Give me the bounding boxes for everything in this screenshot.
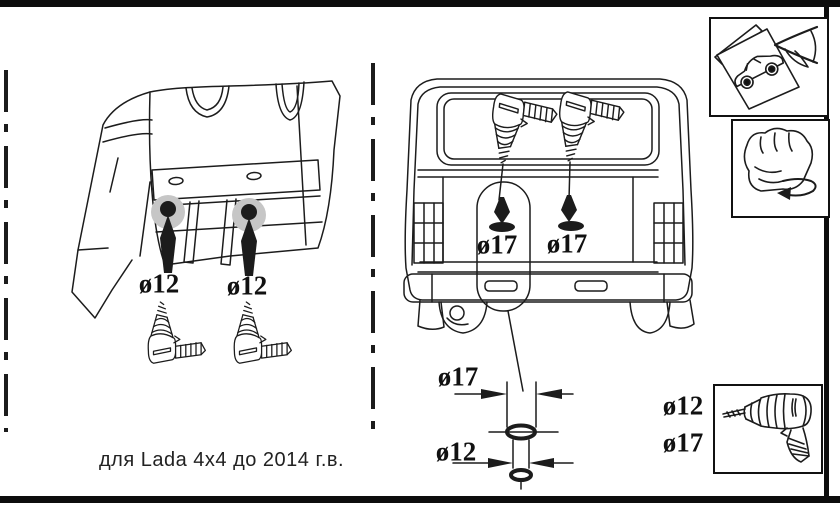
instruction-box-drill <box>713 384 823 474</box>
grommet-small-icon <box>509 468 533 482</box>
hole-diameter-label: ø12 <box>226 270 268 301</box>
dimension-label: ø12 <box>435 436 477 467</box>
bottom-border <box>0 496 840 503</box>
dimension-label: ø17 <box>437 361 479 392</box>
model-caption: для Lada 4x4 до 2014 г.в. <box>99 449 345 471</box>
instruction-box-template <box>709 17 829 117</box>
fist-icon <box>743 127 814 192</box>
hole-diameter-label: ø17 <box>546 228 588 259</box>
car-side-icon <box>734 54 785 90</box>
top-border <box>0 0 840 7</box>
drill-icon <box>722 393 812 463</box>
grommet-dimension-detail <box>452 381 574 490</box>
zoom-region-outline <box>476 181 531 312</box>
car-part-drawing <box>71 80 341 364</box>
rotate-arrow-icon <box>777 178 817 200</box>
instruction-box-hand-tighten <box>731 119 830 218</box>
drill-size-label: ø17 <box>662 427 704 458</box>
pointing-hand-icon <box>773 25 819 68</box>
car-rear-view-drawing <box>403 78 695 392</box>
hole-diameter-label: ø17 <box>476 229 518 260</box>
right-border <box>824 0 829 503</box>
fold-line-middle <box>371 63 375 440</box>
drill-size-label: ø12 <box>662 390 704 421</box>
hole-diameter-label: ø12 <box>138 268 180 299</box>
fold-line-left <box>4 70 8 432</box>
